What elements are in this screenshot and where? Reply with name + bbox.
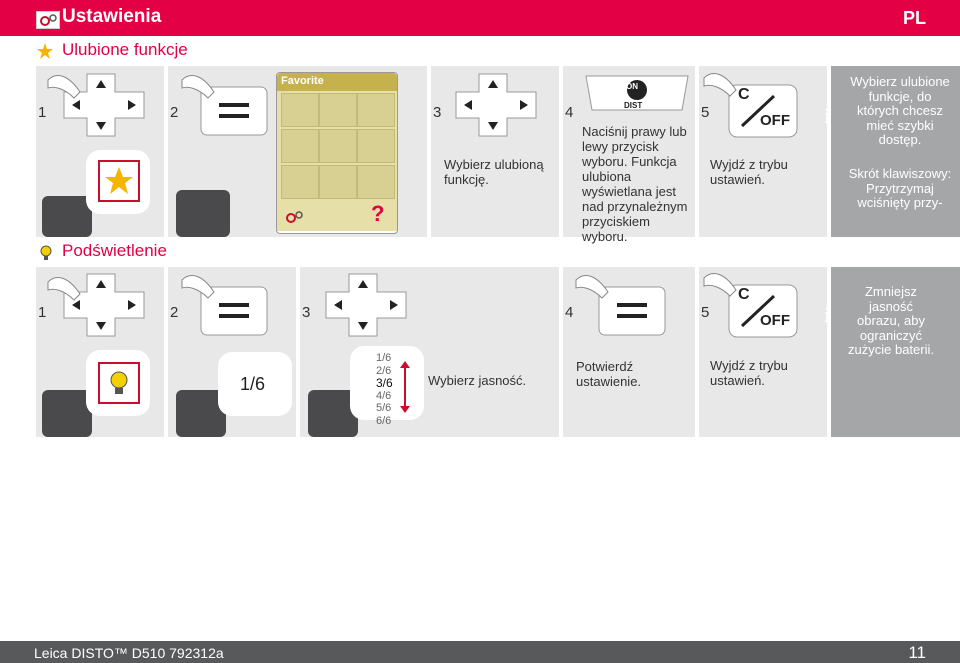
- equals-key-icon: [200, 286, 268, 336]
- brightness-level-list: 1/6 2/6 3/6 4/6 5/6 6/6: [376, 352, 393, 427]
- brightness-level: 4/6: [376, 389, 392, 402]
- brightness-level-selected: 3/6: [376, 376, 393, 390]
- step-text: Wyjdź z trybu ustawień.: [710, 157, 788, 187]
- favorite-star-icon: [98, 160, 140, 202]
- brightness-level: 6/6: [376, 414, 392, 427]
- finger-icon: [703, 273, 737, 297]
- footer-bar: Leica DISTO™ D510 792312a 11: [0, 641, 960, 663]
- favorite-screen: Favorite ?: [276, 72, 398, 234]
- device-icon: [176, 390, 226, 437]
- up-down-arrow-icon: [400, 361, 410, 413]
- step-number: 5: [701, 304, 710, 321]
- finger-icon: [181, 275, 215, 299]
- finger-icon: [47, 277, 81, 301]
- brightness-level: 2/6: [376, 364, 392, 377]
- device-icon: [42, 390, 92, 437]
- clear-off-key-icon: [728, 284, 798, 338]
- c-label: C: [738, 286, 750, 303]
- step-text: Wybierz jasność.: [428, 373, 527, 388]
- c-label: C: [738, 86, 750, 103]
- info-text: Zmniejsz jasność obrazu, aby ograniczyć …: [848, 284, 934, 357]
- navigation-pad-icon: [455, 73, 537, 137]
- step-number: 1: [38, 104, 47, 121]
- step-number: 4: [565, 104, 574, 121]
- info-icon: i: [824, 302, 831, 327]
- finger-icon: [47, 75, 81, 99]
- speech-bubble: [218, 352, 292, 416]
- info-text-shortcut: Skrót klawiszowy: Przytrzymaj wciśnięty …: [848, 166, 952, 210]
- navigation-pad-icon: [63, 73, 145, 137]
- step-text: Wyjdź z trybu ustawień.: [710, 358, 788, 388]
- on-label: ON: [626, 82, 638, 91]
- step-number: 2: [170, 304, 179, 321]
- step-text: Potwierdź ustawienie.: [576, 359, 642, 389]
- on-dist-key-icon: [585, 75, 689, 111]
- finger-icon: [703, 73, 737, 97]
- info-panel: [831, 267, 960, 437]
- brightness-display: 1/6: [240, 374, 266, 394]
- speech-bubble: [350, 346, 424, 420]
- step-text: Naciśnij prawy lub lewy przycisk wyboru.…: [582, 124, 688, 244]
- settings-icon: [36, 11, 60, 29]
- dist-label: DIST: [624, 101, 643, 110]
- finger-icon: [181, 75, 215, 99]
- step-number: 2: [170, 104, 179, 121]
- step-text: Wybierz ulubioną funkcję.: [444, 157, 544, 187]
- backlight-bulb-icon: [98, 362, 140, 404]
- step-number: 3: [302, 304, 311, 321]
- section-title-favorites: Ulubione funkcje: [62, 40, 188, 59]
- help-icon: ?: [371, 201, 385, 226]
- brightness-level: 5/6: [376, 402, 392, 414]
- section-title-backlight: Podświetlenie: [62, 241, 167, 260]
- page-number: 11: [908, 643, 926, 662]
- header-bar: Ustawienia PL: [0, 0, 960, 36]
- device-icon: [308, 390, 358, 437]
- brightness-level: 1/6: [376, 352, 392, 364]
- info-text: Wybierz ulubione funkcje, do których chc…: [850, 74, 950, 147]
- info-panel: [831, 66, 960, 237]
- page-title: Ustawienia: [62, 6, 162, 27]
- lightbulb-icon: [36, 242, 56, 267]
- step-number: 5: [701, 104, 710, 121]
- star-icon: [36, 42, 54, 65]
- step-number: 4: [565, 304, 574, 321]
- finger-icon: [575, 275, 609, 299]
- device-icon: [176, 190, 230, 237]
- device-icon: [42, 196, 92, 237]
- product-name: Leica DISTO™ D510 792312a: [34, 645, 224, 661]
- equals-key-icon: [598, 286, 666, 336]
- settings-icon: [283, 209, 305, 230]
- clear-off-key-icon: [728, 84, 798, 138]
- info-icon: i: [824, 103, 831, 128]
- language-label: PL: [902, 8, 926, 28]
- navigation-pad-icon: [325, 273, 407, 337]
- step-number: 1: [38, 304, 47, 321]
- equals-key-icon: [200, 86, 268, 136]
- off-label: OFF: [760, 312, 790, 329]
- favorite-label: Favorite: [281, 75, 324, 87]
- off-label: OFF: [760, 112, 790, 129]
- step-number: 3: [433, 104, 442, 121]
